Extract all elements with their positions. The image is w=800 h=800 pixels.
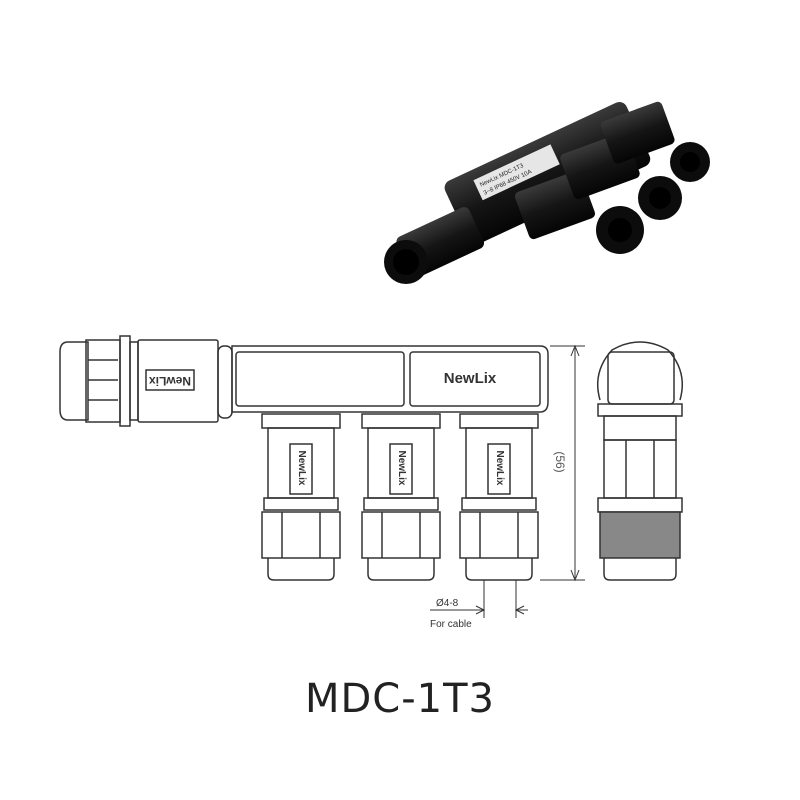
outlet-2 — [361, 413, 441, 581]
outlet-3-brand-logo: NewLix — [494, 450, 505, 485]
main-housing — [231, 345, 549, 413]
outlet-3 — [459, 413, 539, 581]
photo-main-bar: NewLix MDC-1T3 3~8 IP68 450V 10A — [444, 102, 651, 245]
model-caption: MDC-1T3 — [304, 676, 495, 722]
product-photo: NewLix MDC-1T3 3~8 IP68 450V 10A — [384, 101, 710, 284]
outlet-1 — [261, 413, 341, 581]
left-brand-logo: NewLix — [149, 374, 191, 388]
side-view — [597, 341, 683, 581]
height-dimension — [540, 344, 585, 582]
photo-label-sticker — [473, 144, 560, 201]
left-connector-body — [137, 339, 233, 423]
cable-note-label: For cable — [430, 619, 472, 630]
cable-diameter-label: Ø4-8 — [436, 598, 459, 609]
height-dimension-label: (56) — [553, 451, 567, 472]
housing-brand-logo: NewLix — [444, 370, 497, 387]
outlet-2-brand-logo: NewLix — [396, 450, 407, 485]
cable-dimension — [430, 580, 528, 618]
left-cable-gland — [59, 335, 139, 427]
photo-left-gland — [384, 207, 484, 284]
outlet-1-brand-logo: NewLix — [296, 450, 307, 485]
photo-outlet-3 — [600, 101, 710, 182]
